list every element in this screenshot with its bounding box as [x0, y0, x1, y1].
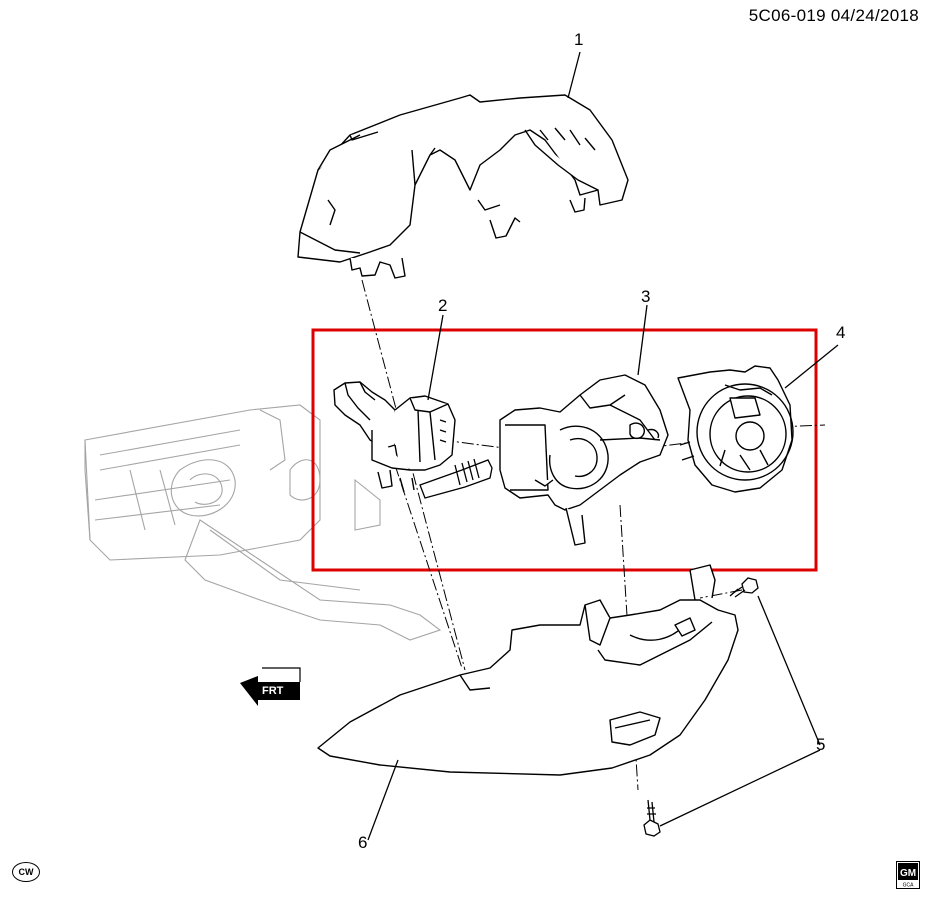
- highlight-box: [311, 328, 818, 572]
- callout-5: 5: [816, 735, 826, 754]
- lower-trim-cover: [317, 564, 739, 776]
- spline-shaft: [419, 458, 493, 499]
- svg-text:GCA: GCA: [903, 883, 915, 889]
- callout-1: 1: [574, 30, 584, 49]
- diagram-code: 5C06-019: [748, 6, 826, 25]
- diagram-date: 04/24/2018: [830, 6, 919, 25]
- callout-6: 6: [358, 833, 368, 852]
- screw-upper: [729, 577, 759, 598]
- front-direction-arrow-icon: [240, 667, 301, 706]
- svg-text:GM: GM: [900, 868, 916, 879]
- diagram-header: 5C06-019 04/24/2018: [749, 6, 919, 26]
- upper-trim-cover: [297, 94, 629, 279]
- callout-4: 4: [836, 323, 846, 342]
- gm-logo-icon: GM GCA: [896, 861, 920, 889]
- callout-3: 3: [641, 287, 651, 306]
- callout-2: 2: [438, 296, 448, 315]
- lock-housing: [499, 374, 669, 546]
- rotation-badge-icon: CW: [12, 862, 40, 882]
- multifunction-switch: [333, 381, 456, 493]
- leader-lines: [367, 51, 839, 841]
- front-direction-label: FRT: [262, 685, 284, 697]
- steering-column-ghost: [84, 404, 442, 641]
- clock-spring: [677, 365, 794, 493]
- screw-lower: [643, 799, 661, 837]
